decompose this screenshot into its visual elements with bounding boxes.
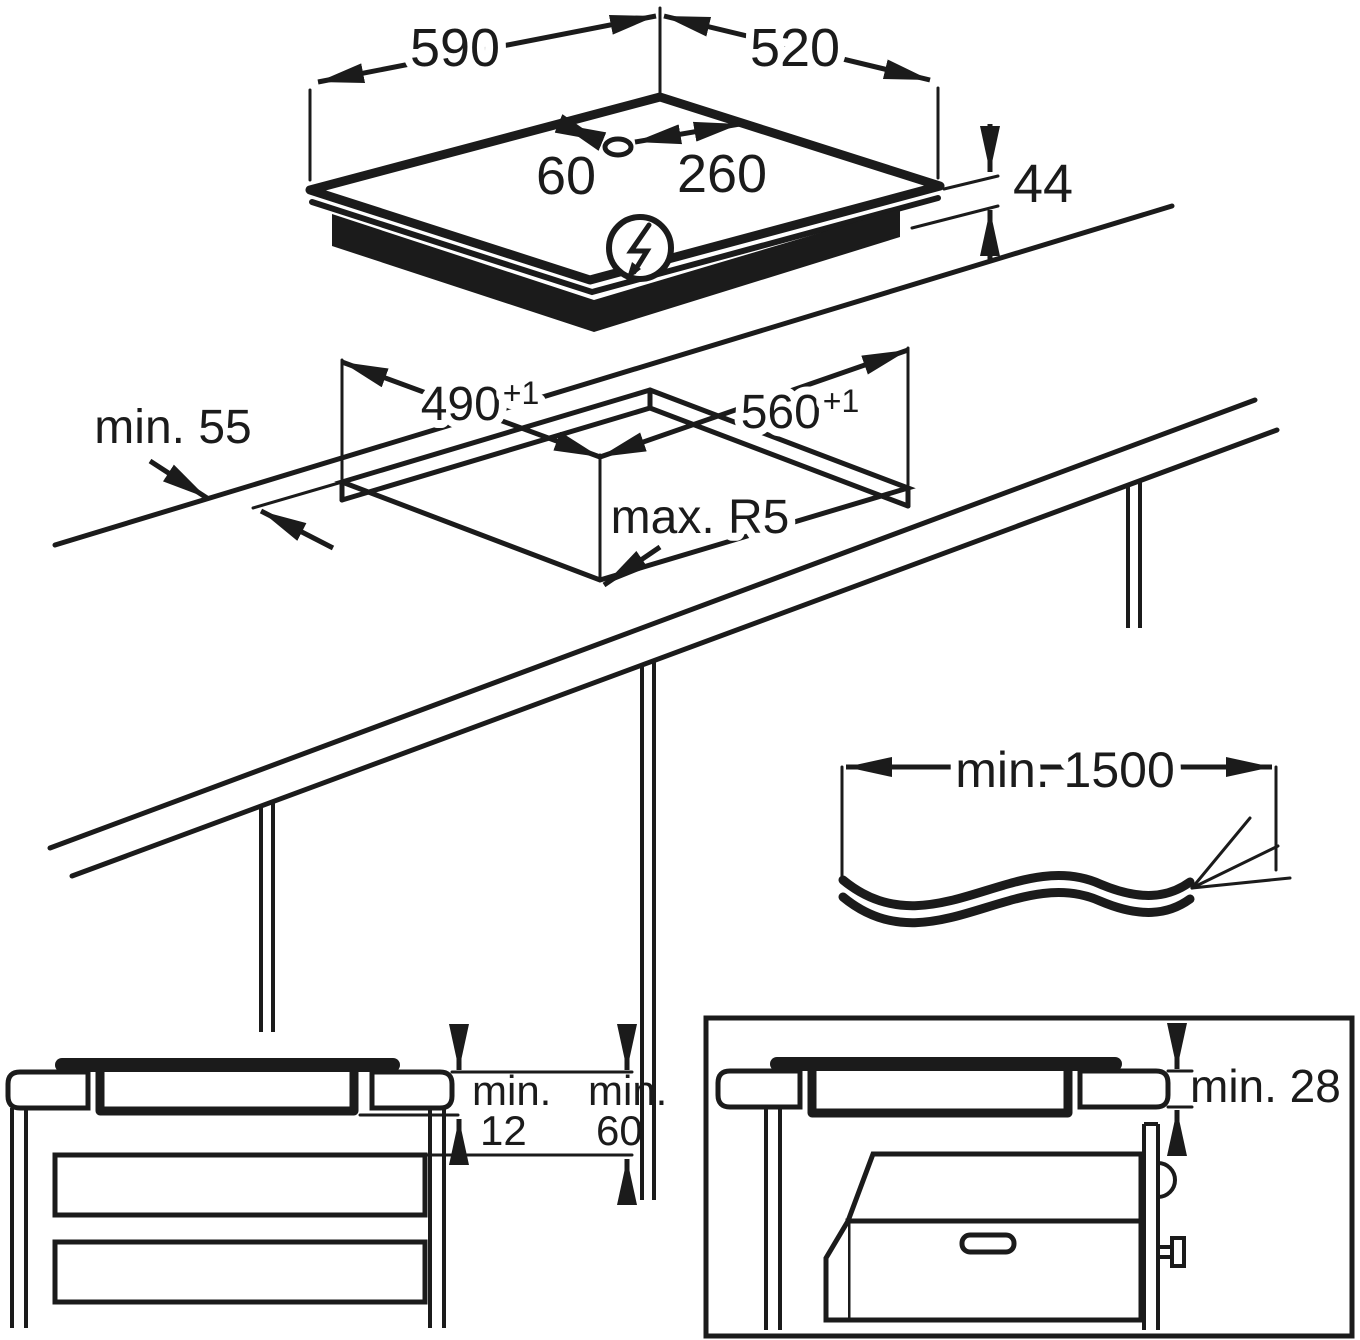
worktop-cutout-view: 490+1 560+1 min. 55 max. R5: [47, 203, 1280, 1200]
dim-label-560: 560+1: [741, 383, 860, 439]
worktop-right-piece: [369, 1069, 455, 1111]
dim-line-560: [599, 347, 909, 460]
label-min-55: min. 55: [94, 401, 251, 454]
label-min60-prefix: min.: [588, 1067, 667, 1114]
hob-base-body: [332, 209, 900, 332]
dim-line-590: [317, 13, 657, 85]
drawer-upper: [52, 1152, 428, 1218]
worktop-left-piece: [5, 1069, 91, 1111]
cable-wire-ends: [1190, 816, 1292, 890]
cabinet-side-panels: [10, 1108, 446, 1328]
cable-entry-hole: [602, 136, 634, 158]
cabinet-legs: [259, 481, 1142, 1200]
worktop-front-edge: [47, 397, 1258, 851]
oven-side-knob: [1156, 1236, 1186, 1268]
hob-glass-profile-oven: [770, 1057, 1122, 1071]
dim-label-590: 590: [410, 18, 500, 78]
hob-top-view: 590 520 60 260 44: [305, 6, 1081, 332]
section-frame: [703, 1015, 1355, 1339]
hob-glass-profile: [55, 1058, 400, 1072]
cable-length-view: min. 1500: [838, 734, 1292, 928]
dim-label-60: 60: [536, 146, 596, 206]
label-min60-value: 60: [596, 1107, 643, 1154]
dim-490-tolerance: +1: [503, 375, 539, 411]
r5-arrow: [602, 544, 662, 588]
lightning-bolt-circle-icon: [606, 214, 674, 282]
dim-line-520: [663, 13, 931, 83]
oven-left-fold: [823, 1218, 851, 1323]
oven-top-face: [844, 1151, 1144, 1224]
min55-extension-line: [251, 480, 344, 510]
height-ext-top: [942, 174, 1000, 191]
dim-line-260: [634, 121, 741, 145]
dim-560-tolerance: +1: [823, 383, 859, 419]
hob-recessed-body: [95, 1072, 359, 1116]
dim-490-value: 490: [421, 378, 501, 431]
height-ext-bottom: [910, 204, 1000, 230]
oven-hinge-bump: [1157, 1161, 1177, 1199]
dim-560-value: 560: [741, 386, 821, 439]
dim-line-60: [554, 114, 607, 151]
base-cabinet-section: min. 12 min. 60: [5, 1024, 667, 1328]
dim-label-44: 44: [1013, 154, 1073, 214]
oven-section: min. 28: [703, 1015, 1355, 1339]
label-min12-value: 12: [480, 1107, 527, 1154]
oven-vent-slot: [959, 1232, 1017, 1255]
drawer-lower: [52, 1239, 428, 1305]
hob-recessed-body-oven: [807, 1071, 1073, 1118]
worktop-left-piece-oven: [715, 1068, 803, 1110]
label-min28: min. 28: [1190, 1060, 1341, 1112]
dim-line-490: [341, 359, 601, 460]
label-max-r5: max. R5: [611, 491, 790, 544]
mains-cable: [838, 816, 1292, 928]
dim-label-490: 490+1: [421, 375, 540, 431]
min55-arrow-upper: [148, 458, 209, 501]
dim-label-1500: min. 1500: [955, 742, 1175, 798]
label-min12-prefix: min.: [472, 1067, 551, 1114]
min55-arrow-lower: [259, 508, 335, 551]
worktop-right-piece-oven: [1077, 1068, 1171, 1110]
oven-back-panel: [1142, 1122, 1160, 1330]
cabinet-side-panels-oven: [764, 1107, 782, 1330]
dim-label-260: 260: [677, 144, 767, 204]
dim-label-520: 520: [750, 18, 840, 78]
hob-glass-edge: [309, 195, 941, 296]
built-under-oven: [823, 1122, 1186, 1330]
hob-glass-surface: [305, 92, 945, 285]
